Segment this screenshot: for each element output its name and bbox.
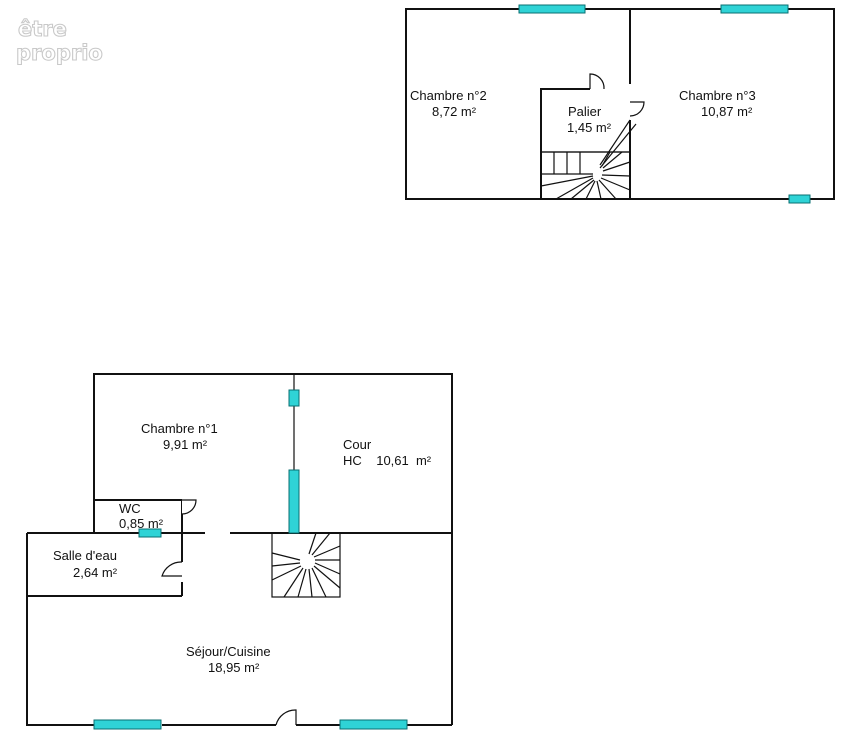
room-area-wc: 0,85 m² — [119, 516, 164, 531]
room-area-chambre2: 8,72 m² — [432, 104, 477, 119]
window — [788, 194, 811, 204]
stair-step — [311, 532, 331, 556]
logo-line1: être — [18, 17, 67, 41]
entrance-door — [275, 709, 297, 726]
salle-eau-door — [161, 561, 183, 577]
stair-step — [308, 568, 313, 598]
palier-door — [629, 101, 645, 117]
room-name-salle-eau: Salle d'eau — [53, 548, 117, 563]
room-area-sejour: 18,95 m² — [208, 660, 260, 675]
stair-rail — [599, 119, 631, 166]
stair-step — [585, 180, 596, 200]
stair-step — [601, 174, 631, 177]
stair-step — [600, 177, 631, 191]
stair-step — [313, 545, 341, 558]
window — [288, 389, 300, 407]
upper-floor: Chambre n°2 8,72 m² Palier 1,45 m² Chamb… — [405, 4, 835, 204]
stair-step — [283, 567, 304, 598]
room-name-chambre1: Chambre n°1 — [141, 421, 218, 436]
room-name-palier: Palier — [568, 104, 602, 119]
stair-step — [314, 562, 341, 575]
window — [518, 4, 586, 14]
stair-step — [540, 175, 594, 187]
room-area-chambre3: 10,87 m² — [701, 104, 753, 119]
room-area-cour: HC 10,61 m² — [343, 453, 432, 468]
stair-step — [311, 567, 327, 598]
stair-step — [308, 532, 317, 555]
window — [339, 719, 408, 730]
stair-step — [555, 177, 594, 200]
stair-step — [297, 568, 307, 598]
stair-rail — [599, 123, 637, 169]
room-name-chambre3: Chambre n°3 — [679, 88, 756, 103]
room-name-wc: WC — [119, 501, 141, 516]
stair-step — [313, 565, 341, 589]
stair-frame — [271, 532, 341, 598]
ground-upper-wall — [93, 373, 453, 533]
ground-floor: Chambre n°1 9,91 m² Cour HC 10,61 m² WC … — [26, 373, 453, 730]
window — [93, 719, 162, 730]
window — [720, 4, 789, 14]
room-name-cour: Cour — [343, 437, 372, 452]
stair-step — [602, 161, 631, 172]
etre-proprio-logo: être proprio — [15, 16, 103, 65]
logo-line2: proprio — [16, 41, 103, 65]
wc-door — [181, 499, 197, 515]
staircase-ground — [271, 532, 341, 598]
window — [138, 528, 162, 538]
stair-step — [271, 552, 301, 561]
room-area-chambre1: 9,91 m² — [163, 437, 208, 452]
window — [288, 469, 300, 534]
room-area-salle-eau: 2,64 m² — [73, 565, 118, 580]
room-name-sejour: Séjour/Cuisine — [186, 644, 271, 659]
palier-door — [589, 73, 605, 90]
stair-step — [602, 151, 623, 169]
stair-step — [598, 179, 617, 200]
room-area-palier: 1,45 m² — [567, 120, 612, 135]
staircase-upper — [540, 119, 637, 200]
stair-step — [570, 179, 595, 200]
stair-step — [596, 180, 602, 200]
room-name-chambre2: Chambre n°2 — [410, 88, 487, 103]
stair-step — [271, 562, 301, 567]
stair-step — [271, 565, 302, 581]
